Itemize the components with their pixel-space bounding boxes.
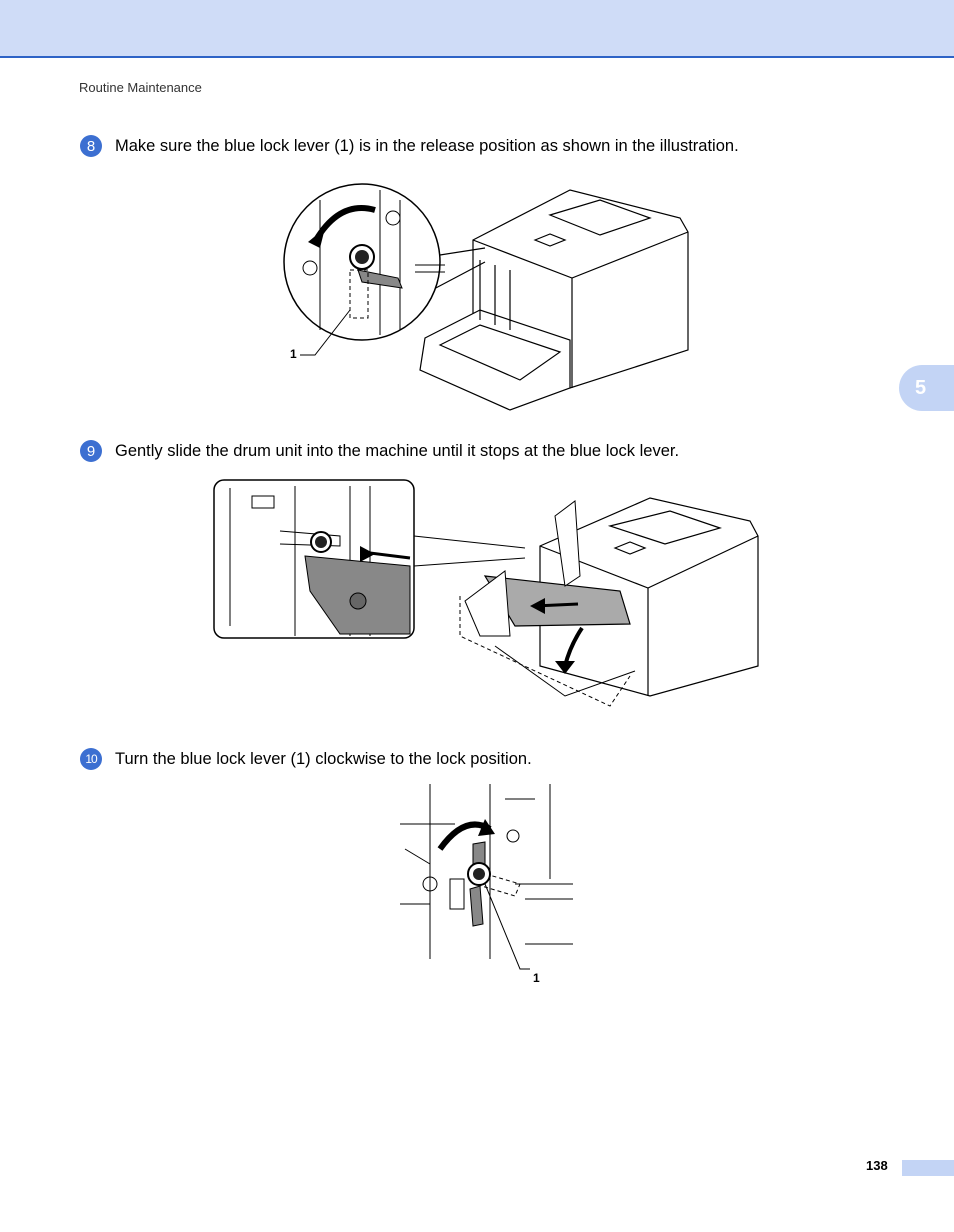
lever-release-illustration: 1 bbox=[283, 183, 689, 411]
step-9: 9 Gently slide the drum unit into the ma… bbox=[80, 440, 679, 462]
callout-label: 1 bbox=[533, 971, 540, 985]
page-number-bar bbox=[902, 1160, 954, 1176]
step-number-badge: 9 bbox=[80, 440, 102, 462]
drum-insert-illustration bbox=[213, 479, 759, 707]
step-number-badge: 10 bbox=[80, 748, 102, 770]
step-instruction: Make sure the blue lock lever (1) is in … bbox=[115, 136, 739, 155]
step-instruction: Turn the blue lock lever (1) clockwise t… bbox=[115, 749, 532, 768]
page-number: 138 bbox=[866, 1158, 888, 1173]
header-band bbox=[0, 0, 954, 58]
section-title: Routine Maintenance bbox=[79, 80, 202, 95]
step-number-badge: 8 bbox=[80, 135, 102, 157]
callout-label: 1 bbox=[290, 347, 297, 361]
step-10: 10 Turn the blue lock lever (1) clockwis… bbox=[80, 748, 532, 770]
chapter-tab-label: 5 bbox=[915, 376, 927, 399]
step-instruction: Gently slide the drum unit into the mach… bbox=[115, 441, 680, 460]
lever-lock-illustration: 1 bbox=[400, 784, 573, 985]
step-8: 8 Make sure the blue lock lever (1) is i… bbox=[80, 135, 739, 157]
chapter-tab[interactable]: 5 bbox=[899, 365, 954, 411]
